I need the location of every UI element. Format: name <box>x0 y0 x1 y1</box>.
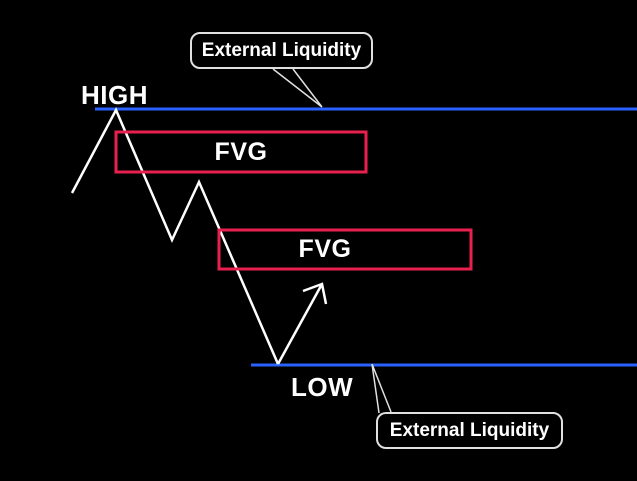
high-label: HIGH <box>81 80 148 110</box>
fvg-lower-box <box>217 228 473 271</box>
low-label: LOW <box>291 372 354 402</box>
fvg-upper-box <box>114 130 368 174</box>
callout-tail-bottom <box>371 363 392 414</box>
external-liquidity-top-label: External Liquidity <box>201 39 362 61</box>
breakout-arrow-head-icon <box>302 282 328 305</box>
external-liquidity-top-callout: External Liquidity <box>190 32 373 69</box>
breakout-arrow-shaft <box>276 283 324 365</box>
price-line <box>70 107 280 365</box>
fvg-upper-label: FVG <box>214 137 268 166</box>
external-liquidity-bottom-callout: External Liquidity <box>376 412 563 449</box>
fvg-lower-label: FVG <box>298 235 352 263</box>
external-liquidity-bottom-label: External Liquidity <box>389 419 550 441</box>
callout-tail-top <box>272 68 323 108</box>
